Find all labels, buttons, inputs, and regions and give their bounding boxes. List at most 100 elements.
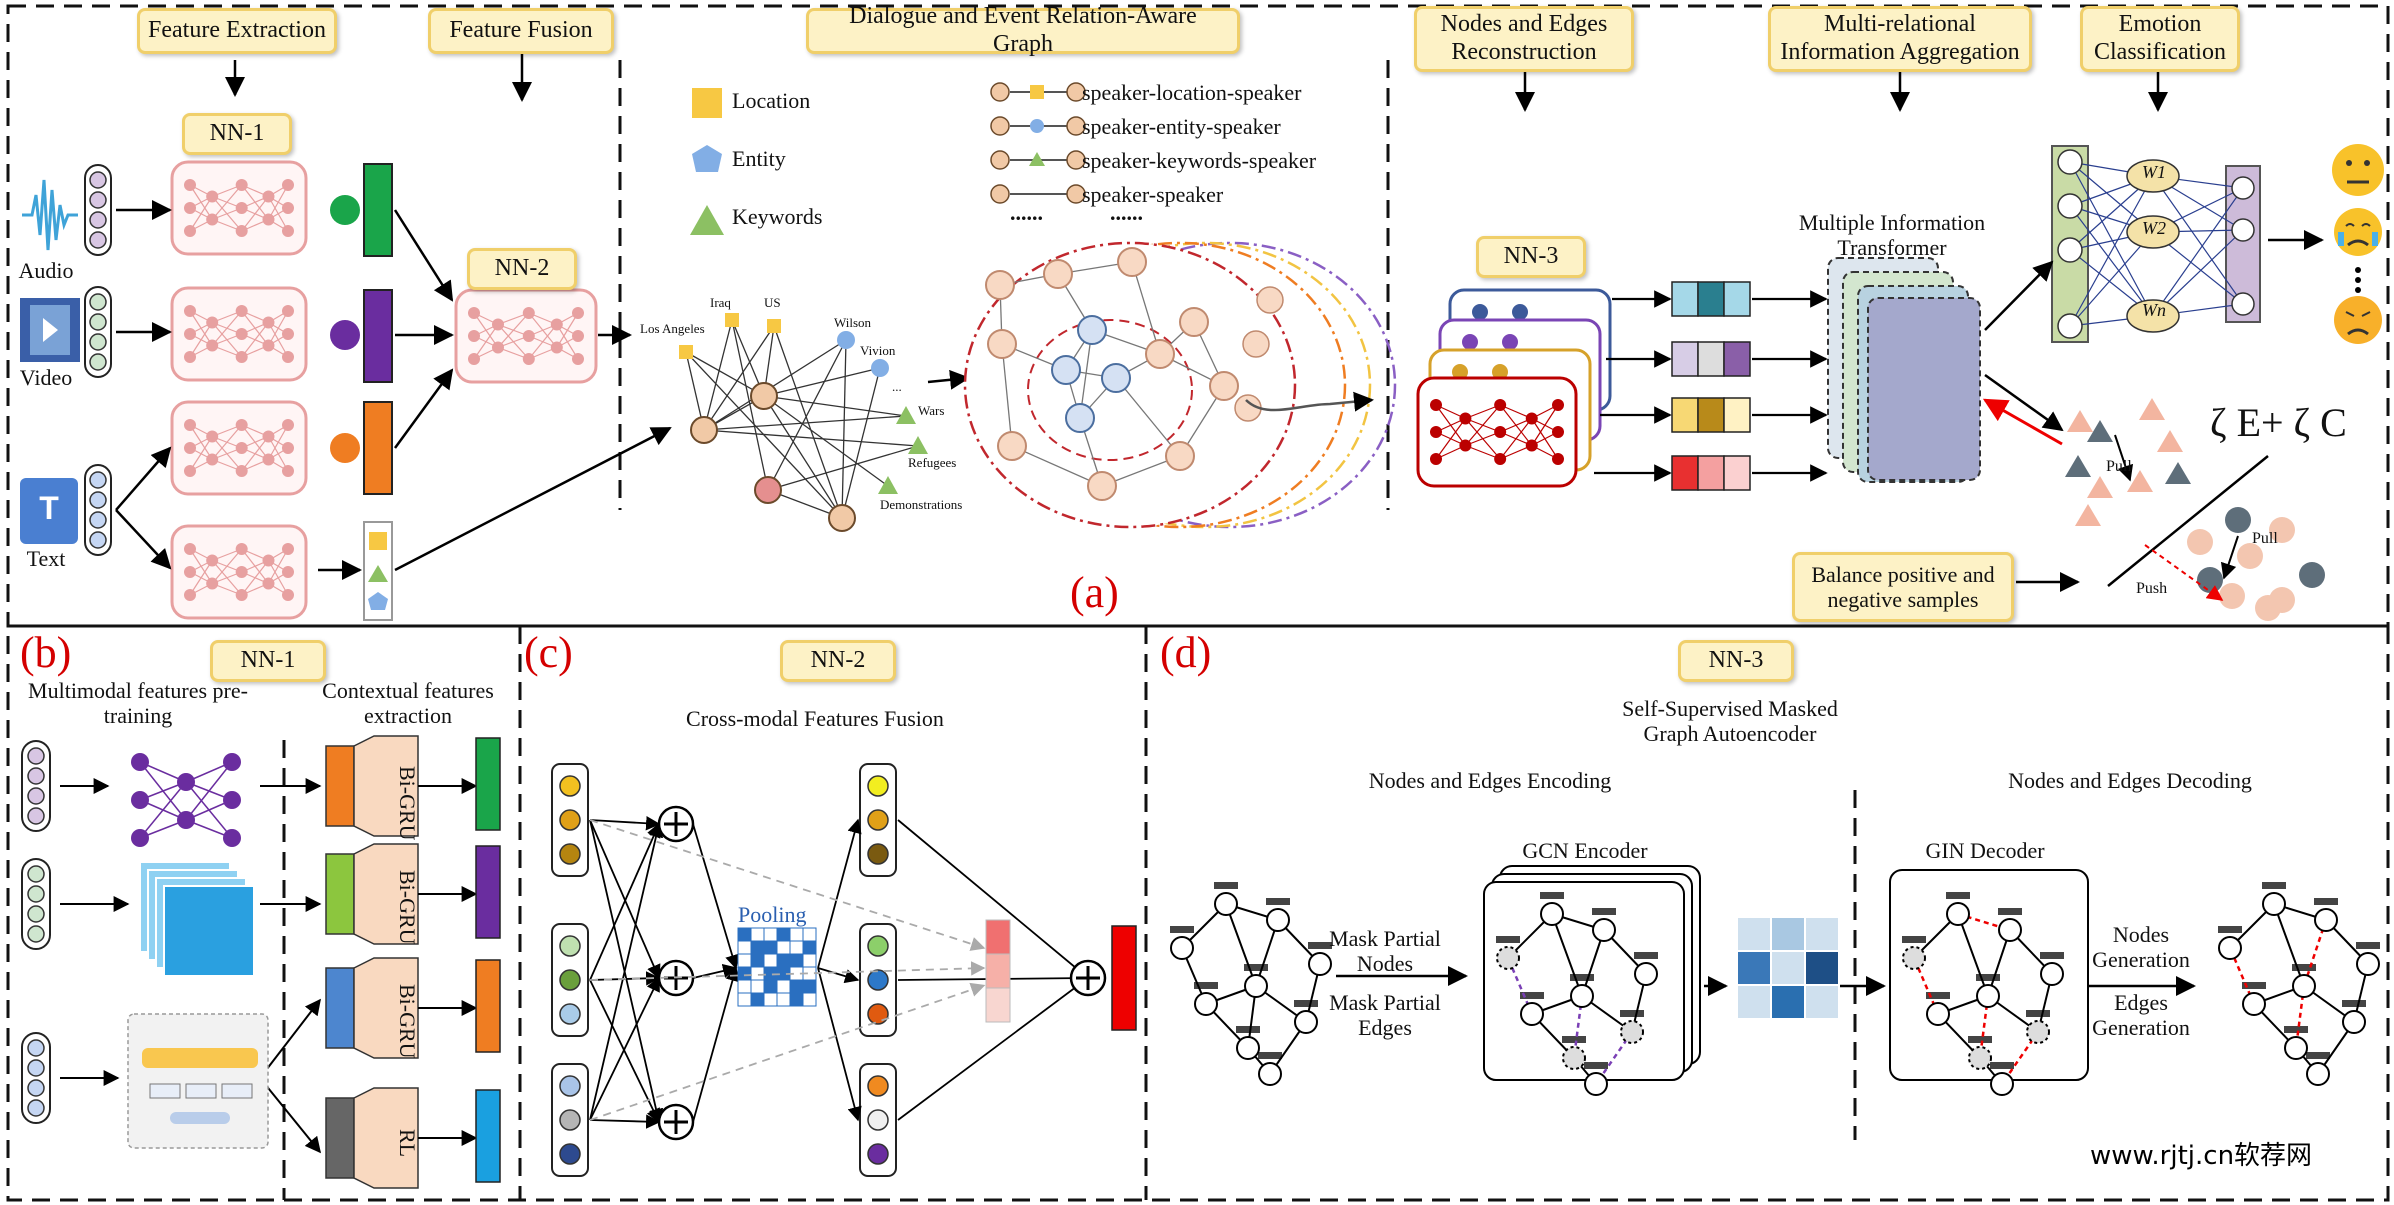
classifier-out-node <box>2231 176 2255 200</box>
b-video-input-frame <box>21 858 51 950</box>
nn1-net-0-node <box>235 225 248 237</box>
legend-speaker <box>990 150 1010 170</box>
nn1-net-1-node <box>262 316 275 329</box>
nn2-net-node <box>492 318 504 331</box>
b-encoder-body <box>353 957 419 1059</box>
nn1-net-0-edge <box>211 184 243 220</box>
nn3-net-node <box>1552 426 1564 438</box>
utterance-edge <box>1001 343 1013 447</box>
relation-legend-lines <box>990 82 1086 204</box>
keyword-node <box>878 476 898 494</box>
legend-location: Location <box>732 88 811 113</box>
input-columns <box>84 164 112 556</box>
d-latent-cell <box>1738 986 1770 1018</box>
b-text-input-unit <box>27 1059 45 1077</box>
video-input-unit <box>89 333 107 351</box>
header-aggregation: Multi-relational Information Aggregation <box>1768 6 2032 72</box>
nn3-net-node <box>1430 399 1442 411</box>
legend-speaker <box>1066 184 1086 204</box>
utterance-node <box>1051 355 1081 385</box>
nn1-net-0-node <box>206 213 219 226</box>
utterance-node <box>1145 339 1175 369</box>
classifier-edge <box>2152 187 2244 317</box>
c-out-1-unit <box>867 775 889 797</box>
nn1-net-2-edge <box>211 424 243 460</box>
nn3-layer-node <box>1452 364 1468 380</box>
classifier-network <box>2051 145 2261 343</box>
utterance-node <box>1165 441 1195 471</box>
header-feature-fusion: Feature Fusion <box>428 8 614 54</box>
inner-ring <box>1027 319 1193 461</box>
c-pool-cell <box>802 953 817 968</box>
emotion-faces <box>2332 144 2384 344</box>
nn1-net-1-node <box>206 339 219 352</box>
nn1-net-3-node <box>206 554 219 567</box>
utterance-node <box>1065 403 1095 433</box>
c-arrow <box>589 819 661 980</box>
c-out-2-unit <box>867 935 889 957</box>
header-classification: Emotion Classification <box>2080 6 2240 72</box>
feat-cell <box>1723 341 1751 377</box>
b-mlp-edge <box>139 781 187 839</box>
nn1-net-2-node <box>184 465 196 477</box>
c-pool-cell <box>763 940 778 955</box>
c-final-add-sign <box>1076 966 1100 990</box>
d-gin-graph-node <box>1902 946 1926 970</box>
d-input-graph-tag <box>1258 1052 1282 1059</box>
entity-node <box>871 359 889 377</box>
relation-2: speaker-entity-speaker <box>1082 114 1281 139</box>
fusion-title: Cross-modal Features Fusion <box>686 706 944 731</box>
nn3-net-node <box>1552 453 1564 465</box>
nn3-net-node <box>1552 399 1564 411</box>
d-gin-graph-tag <box>1946 892 1970 899</box>
d-latent-cell <box>1738 952 1770 984</box>
entity-node <box>837 331 855 349</box>
b-mlp-node <box>177 773 195 791</box>
event-edge <box>685 351 765 397</box>
pull-label-1: Pull <box>2106 458 2132 475</box>
d-gin-graph-tag <box>1990 1062 2014 1069</box>
c-out-3-unit <box>867 1109 889 1131</box>
nn3-layer-node <box>1502 334 1518 350</box>
d-gin-graph-tag <box>1968 1036 1992 1043</box>
b-cnn-layer <box>163 885 255 977</box>
d-gcn-graph-node <box>1570 984 1594 1008</box>
nn2-net-node <box>468 330 480 342</box>
b-mlp-node <box>223 829 241 847</box>
gin-label: GIN Decoder <box>1925 838 2045 863</box>
c-arrow <box>589 976 660 1121</box>
b-arrow <box>259 998 321 1079</box>
c-out-2-unit <box>867 1003 889 1025</box>
nn3-net-node <box>1494 426 1507 438</box>
d-input-graph-node <box>1258 1062 1282 1086</box>
d-latent-cell <box>1772 918 1804 950</box>
utterance-node <box>985 270 1015 300</box>
c-arrow <box>897 977 1090 1121</box>
audio-input-unit <box>89 211 107 229</box>
text-label: Text <box>26 546 66 571</box>
d-output-graph-tag <box>2218 926 2242 933</box>
d-input-graph-node <box>1170 936 1194 960</box>
nn1-net-1-edge <box>189 322 213 358</box>
nn3-net-node <box>1459 412 1472 425</box>
feat-cell <box>1697 341 1725 377</box>
d-input-graph-tag <box>1214 882 1238 889</box>
c-arrow <box>897 819 1090 979</box>
c-arrow <box>817 967 862 1122</box>
b-tokenizer <box>170 1112 230 1124</box>
balance-samples-box: Balance positive and negative samples <box>1792 552 2014 622</box>
nn3-layer-node <box>1492 364 1508 380</box>
event-edge <box>731 319 769 491</box>
d-input-graph-tag <box>1308 942 1332 949</box>
c-out-1-unit <box>867 843 889 865</box>
c-arrow <box>589 822 664 1121</box>
legend-speaker <box>990 184 1010 204</box>
nn1-net-0-node <box>282 202 294 214</box>
nn1-net-0-node <box>184 179 196 191</box>
nn1-net-2-edge <box>189 436 213 472</box>
nn2-label-a: NN-2 <box>467 248 577 290</box>
nn1-net-0-node <box>235 202 248 214</box>
c-pool-cell <box>776 979 791 994</box>
classifier-in-node <box>2057 149 2083 175</box>
